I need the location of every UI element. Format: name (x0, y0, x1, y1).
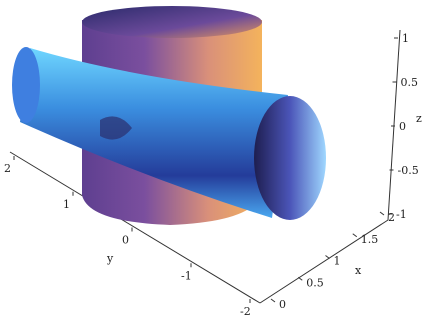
x-tick-mark (352, 233, 358, 238)
z-tick-label: 1 (402, 32, 409, 45)
y-tick-label: 0 (122, 234, 129, 247)
x-axis-label: x (355, 264, 362, 277)
z-tick-label: -0.5 (398, 164, 419, 177)
x-axis-ticks: 0 0.5 1 1.5 2 (270, 211, 395, 311)
horizontal-cylinder-surface (20, 48, 288, 218)
horizontal-cylinder-left-end (12, 47, 40, 123)
x-tick-label: 0 (279, 298, 286, 311)
z-axis-line (387, 29, 401, 221)
y-tick-label: -1 (181, 269, 192, 282)
y-axis-ticks: 2 1 0 -1 -2 (4, 156, 251, 318)
axes (9, 29, 401, 304)
z-tick-label: 0 (399, 120, 406, 133)
z-tick-label: -1 (396, 208, 407, 221)
y-tick-label: 1 (63, 198, 70, 211)
intersection-curve (100, 116, 132, 140)
z-tick-label: 0.5 (401, 76, 419, 89)
y-axis-label: y (106, 252, 114, 265)
x-tick-mark (325, 255, 330, 259)
z-axis-ticks: 1 0.5 0 -0.5 -1 (388, 32, 419, 221)
x-tick-label: 2 (388, 211, 395, 224)
x-tick-label: 1.5 (361, 233, 379, 246)
z-axis-label: z (416, 112, 422, 125)
vertical-cylinder-top (82, 6, 262, 38)
x-tick-mark (379, 211, 385, 216)
y-axis-line (9, 151, 261, 304)
x-tick-mark (270, 298, 276, 303)
horizontal-cylinder-right-end (254, 96, 326, 220)
x-tick-label: 0.5 (306, 276, 324, 289)
y-tick-label: -2 (240, 305, 251, 318)
y-tick-label: 2 (4, 162, 11, 175)
x-tick-label: 1 (334, 255, 341, 268)
x-axis-line (259, 219, 389, 304)
x-tick-mark (297, 276, 303, 281)
surfaces (12, 6, 326, 225)
